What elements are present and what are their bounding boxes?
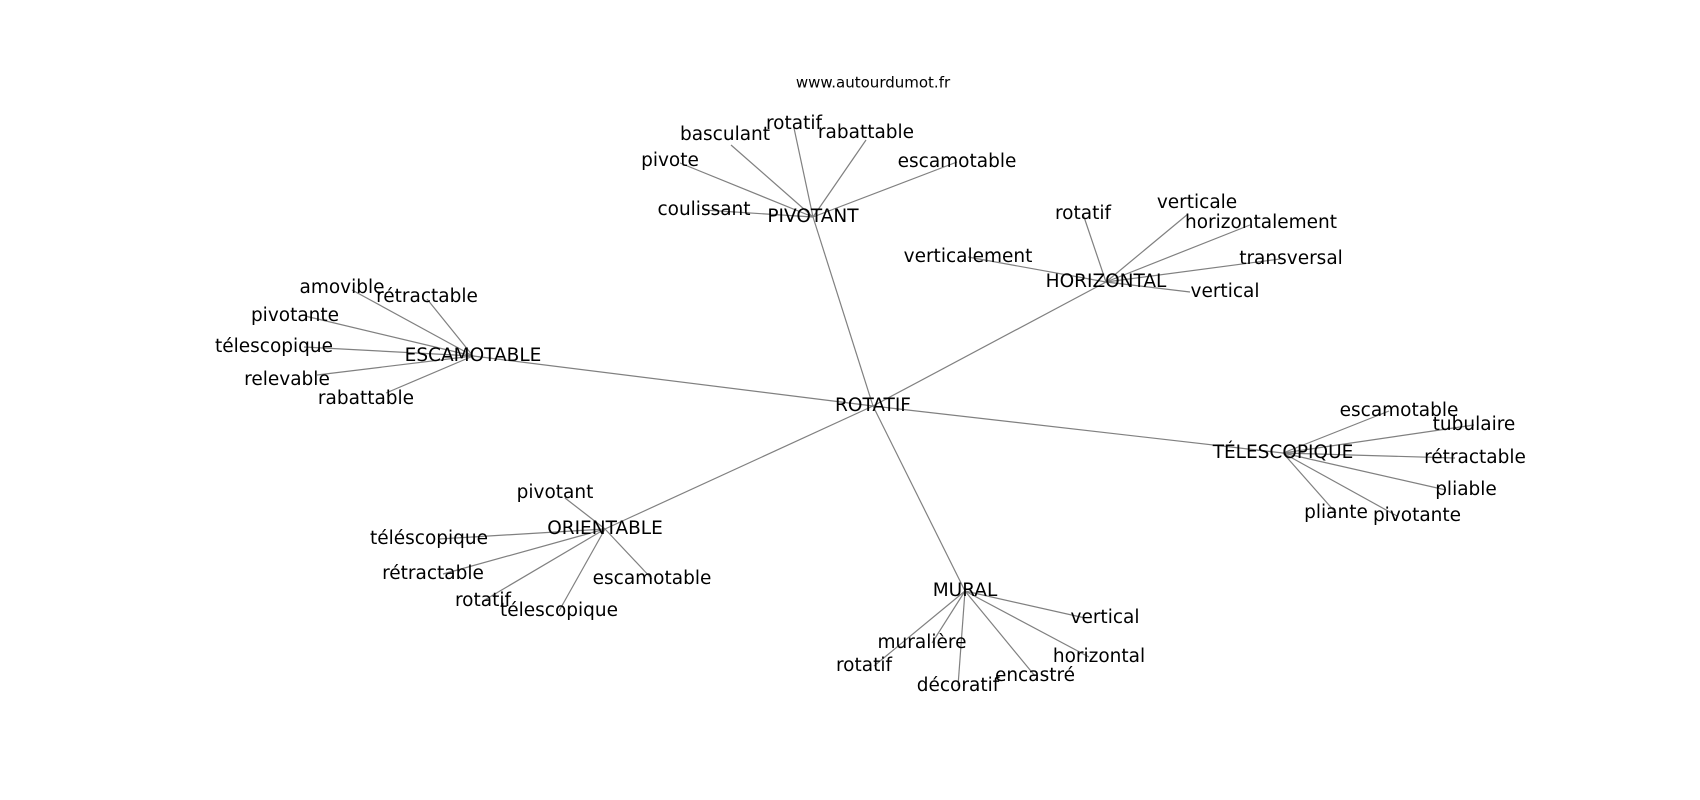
edge-orientable-2 [442, 528, 606, 575]
leaf-word-node: basculant [680, 124, 770, 145]
edge-pivotant-4 [812, 161, 958, 218]
leaf-word-node: rabattable [818, 122, 914, 143]
leaf-word-node: téléscopique [370, 528, 488, 549]
leaf-word-node: escamotable [898, 151, 1017, 172]
edge-orientable-5 [604, 528, 653, 580]
edge-escamotable-5 [385, 355, 474, 394]
leaf-word-node: encastré [995, 665, 1075, 686]
edge-horizontal-3 [967, 256, 1107, 283]
edge-mural-4 [957, 590, 966, 687]
leaf-word-node: pivotante [1373, 505, 1461, 526]
edge-center-télescopique [872, 405, 1284, 454]
edge-télescopique-3 [1282, 452, 1447, 491]
graph-labels: www.autourdumot.fr ROTATIF basculantrota… [215, 74, 1526, 697]
edge-escamotable-3 [303, 346, 474, 357]
branch-node: TÉLESCOPIQUE [1212, 441, 1354, 463]
edge-télescopique-4 [1282, 452, 1337, 514]
edge-center-escamotable [472, 355, 874, 407]
leaf-word-node: décoratif [917, 675, 1000, 696]
edge-mural-3 [873, 590, 966, 667]
edge-pivotant-2 [812, 139, 867, 218]
edge-orientable-4 [558, 528, 606, 612]
edge-pivotant-5 [703, 209, 814, 218]
leaf-word-node: escamotable [1340, 400, 1459, 421]
leaf-word-node: escamotable [593, 568, 712, 589]
leaf-word-node: rabattable [318, 388, 414, 409]
edge-center-mural [872, 405, 966, 592]
edge-télescopique-5 [1282, 452, 1398, 517]
leaf-word-node: pliante [1304, 502, 1368, 523]
leaf-word-node: rotatif [766, 113, 823, 134]
leaf-word-node: transversal [1239, 248, 1343, 269]
leaf-word-node: vertical [1191, 281, 1260, 302]
edge-escamotable-2 [304, 315, 474, 357]
branch-node: ORIENTABLE [547, 518, 663, 539]
leaf-word-node: muralière [878, 632, 967, 653]
edge-télescopique-0 [1282, 410, 1390, 454]
leaf-word-node: verticale [1157, 192, 1237, 213]
edge-horizontal-2 [1105, 224, 1251, 283]
branch-node: PIVOTANT [767, 206, 859, 227]
leaf-word-node: horizontalement [1185, 212, 1337, 233]
leaf-word-node: pivotant [517, 482, 594, 503]
leaf-word-node: rétractable [382, 563, 484, 584]
site-watermark[interactable]: www.autourdumot.fr [796, 74, 951, 92]
edge-orientable-3 [482, 528, 606, 602]
edge-escamotable-1 [426, 298, 474, 357]
leaf-word-node: relevable [244, 369, 330, 390]
edge-pivotant-0 [730, 144, 814, 218]
edge-horizontal-1 [1105, 213, 1189, 283]
branch-node: ESCAMOTABLE [405, 345, 542, 366]
leaf-word-node: télescopique [215, 336, 333, 357]
edge-télescopique-2 [1282, 452, 1456, 459]
leaf-word-node: rétractable [1424, 447, 1526, 468]
edge-orientable-1 [438, 528, 606, 540]
leaf-word-node: pliable [1435, 479, 1497, 500]
leaf-word-node: pivote [641, 150, 699, 171]
edge-orientable-0 [564, 497, 606, 530]
leaf-word-node: rotatif [1055, 203, 1112, 224]
edge-center-orientable [604, 405, 874, 530]
branch-node: MURAL [933, 580, 998, 601]
edge-mural-0 [964, 590, 1086, 619]
leaf-word-node: verticalement [904, 246, 1033, 267]
edge-escamotable-0 [351, 289, 474, 357]
leaf-word-node: horizontal [1053, 646, 1145, 667]
edge-pivotant-3 [679, 162, 814, 218]
center-node: ROTATIF [835, 395, 911, 416]
edge-télescopique-1 [1282, 424, 1475, 454]
branch-node: HORIZONTAL [1046, 271, 1167, 292]
leaf-word-node: vertical [1071, 607, 1140, 628]
edge-center-pivotant [812, 216, 874, 407]
leaf-word-node: rotatif [836, 655, 893, 676]
leaf-word-node: rétractable [376, 286, 478, 307]
edge-pivotant-1 [793, 127, 814, 218]
edge-horizontal-5 [1105, 281, 1191, 293]
graph-edges [303, 127, 1475, 687]
leaf-word-node: coulissant [657, 199, 750, 220]
edge-mural-5 [964, 590, 1036, 677]
edge-mural-1 [931, 590, 966, 644]
edge-horizontal-0 [1082, 213, 1107, 283]
edge-center-horizontal [872, 281, 1107, 407]
edge-escamotable-4 [316, 355, 474, 376]
edge-horizontal-4 [1105, 258, 1281, 283]
leaf-word-node: pivotante [251, 305, 339, 326]
leaf-word-node: télescopique [500, 600, 618, 621]
leaf-word-node: tubulaire [1433, 414, 1516, 435]
leaf-word-node: rotatif [455, 590, 512, 611]
leaf-word-node: amovible [299, 277, 384, 298]
edge-mural-2 [964, 590, 1090, 658]
